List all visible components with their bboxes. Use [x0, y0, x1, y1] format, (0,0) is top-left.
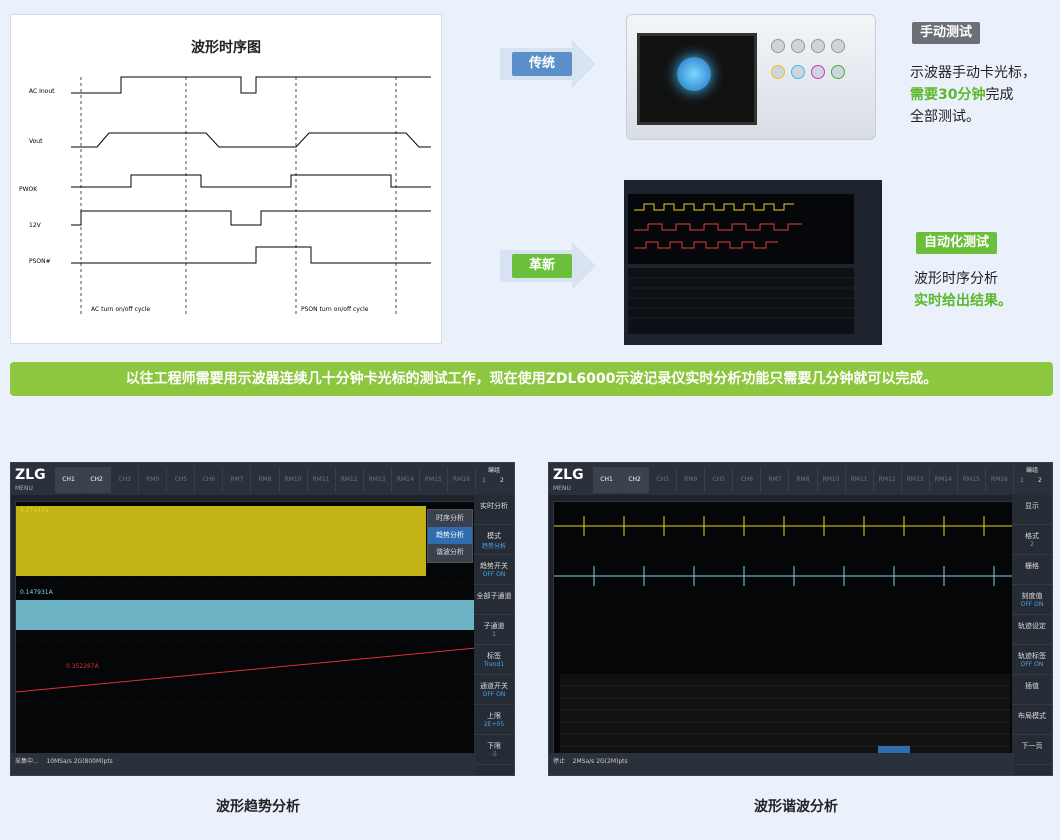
zlg-logo: ZLG	[15, 467, 46, 483]
zlg-logo: ZLG	[553, 467, 584, 483]
trend-readout: 0.352267A	[66, 663, 100, 670]
touch-icon	[677, 57, 711, 91]
tab-ch2[interactable]: CH2	[83, 467, 112, 493]
edit-group[interactable]: 编组 1 2	[482, 467, 504, 484]
harmonic-analysis-screen: ZLG MENU CH1 CH2 CH3 RM9 CH5 CH6 RM7 RM8…	[548, 462, 1053, 776]
tab-ch5[interactable]: CH5	[167, 467, 196, 493]
tab-rm7[interactable]: RM7	[223, 467, 252, 493]
manual-desc: 示波器手动卡光标， 需要30分钟完成 全部测试。	[910, 65, 1036, 125]
opt-harmonic[interactable]: 谐波分析	[436, 548, 464, 556]
menu-button[interactable]: MENU	[553, 485, 571, 492]
tab-rm7[interactable]: RM7	[761, 467, 790, 493]
tab-rm15[interactable]: RM15	[420, 467, 448, 493]
tab-ch1[interactable]: CH1	[55, 467, 84, 493]
side-interp[interactable]: 插值	[1012, 675, 1052, 705]
tab-ch1[interactable]: CH1	[593, 467, 622, 493]
timing-diagram: 波形时序图 AC Inout Vout PWOK 12V PSON# AC tu…	[10, 14, 442, 344]
tab-ch2[interactable]: CH2	[621, 467, 650, 493]
side-grid[interactable]: 栅格	[1012, 555, 1052, 585]
timing-title: 波形时序图	[191, 40, 261, 56]
top-bar: ZLG MENU CH1 CH2 CH3 RM9 CH5 CH6 RM7 RM8…	[11, 463, 514, 495]
tab-rm14[interactable]: RM14	[392, 467, 420, 493]
sig-ac: AC Inout	[29, 88, 55, 95]
tab-rm10[interactable]: RM10	[818, 467, 846, 493]
arrow-innovation: 革新	[500, 242, 596, 290]
side-all-sub[interactable]: 全部子通道	[474, 585, 514, 615]
sig-vout: Vout	[29, 138, 43, 145]
side-realtime[interactable]: 实时分析	[474, 495, 514, 525]
trend-analysis-screen: ZLG MENU CH1 CH2 CH3 RM9 CH5 CH6 RM7 RM8…	[10, 462, 515, 776]
summary-banner: 以往工程师需要用示波器连续几十分钟卡光标的测试工作，现在使用ZDL6000示波记…	[10, 362, 1053, 396]
side-mode[interactable]: 模式趋势分析	[474, 525, 514, 555]
tab-ch3[interactable]: CH3	[111, 467, 140, 493]
cycle-ac: AC turn on/off cycle	[91, 306, 150, 313]
tab-rm16[interactable]: RM16	[986, 467, 1014, 493]
sig-12v: 12V	[29, 222, 42, 229]
zlg-screenshot-small	[624, 180, 882, 345]
tab-rm12[interactable]: RM12	[874, 467, 902, 493]
tab-rm9[interactable]: RM9	[139, 467, 168, 493]
opt-trend[interactable]: 趋势分析	[428, 527, 472, 544]
tab-rm14[interactable]: RM14	[930, 467, 958, 493]
side-layout[interactable]: 布局模式	[1012, 705, 1052, 735]
osc-knobs	[767, 35, 867, 123]
side-next-page[interactable]: 下一页	[1012, 735, 1052, 765]
cycle-pson: PSON turn on/off cycle	[301, 306, 369, 313]
tab-rm16[interactable]: RM16	[448, 467, 476, 493]
sig-pson: PSON#	[29, 258, 51, 265]
tab-rm13[interactable]: RM13	[364, 467, 392, 493]
arrow-traditional: 传统	[500, 40, 596, 88]
channel-tabs: CH1 CH2 CH3 RM9 CH5 CH6 RM7 RM8 RM10 RM1…	[55, 467, 476, 493]
tag-innovation: 革新	[512, 254, 572, 278]
tab-rm11[interactable]: RM11	[308, 467, 336, 493]
timing-waveforms: AC Inout Vout PWOK 12V PSON# AC turn on/…	[19, 76, 431, 315]
tab-ch5[interactable]: CH5	[705, 467, 734, 493]
tab-rm15[interactable]: RM15	[958, 467, 986, 493]
ch2-readout: 0.147931A	[20, 589, 54, 596]
tab-ch6[interactable]: CH6	[195, 467, 224, 493]
top-bar: ZLG MENU CH1 CH2 CH3 RM9 CH5 CH6 RM7 RM8…	[549, 463, 1052, 495]
menu-button[interactable]: MENU	[15, 485, 33, 492]
status-bar: 停止 2MSa/s 2G(2M)pts	[549, 753, 1014, 775]
edit-group[interactable]: 编组 1 2	[1020, 467, 1042, 484]
tab-rm9[interactable]: RM9	[677, 467, 706, 493]
caption-harmonic: 波形谐波分析	[754, 799, 838, 815]
ch1-readout: 4.27142V	[20, 507, 50, 514]
auto-desc: 波形时序分析 实时给出结果。	[914, 271, 1012, 309]
tab-rm8[interactable]: RM8	[251, 467, 280, 493]
channel-tabs: CH1 CH2 CH3 RM9 CH5 CH6 RM7 RM8 RM10 RM1…	[593, 467, 1014, 493]
auto-test-label: 自动化测试	[916, 232, 998, 254]
status-bar: 采集中... 10MSa/s 2G(800M)pts	[11, 753, 476, 775]
tab-rm8[interactable]: RM8	[789, 467, 818, 493]
tab-rm11[interactable]: RM11	[846, 467, 874, 493]
analysis-mode-dropdown[interactable]: 时序分析 趋势分析 谐波分析	[427, 509, 473, 563]
harmonic-plot	[553, 501, 1014, 775]
tab-ch3[interactable]: CH3	[649, 467, 678, 493]
sig-pwok: PWOK	[19, 186, 38, 193]
oscilloscope-photo	[626, 14, 876, 140]
tab-ch6[interactable]: CH6	[733, 467, 762, 493]
caption-trend: 波形趋势分析	[216, 799, 300, 815]
tab-rm10[interactable]: RM10	[280, 467, 308, 493]
tab-rm13[interactable]: RM13	[902, 467, 930, 493]
trend-plot: 4.27142V 0.147931A 0.352267A	[15, 501, 477, 755]
opt-timing[interactable]: 时序分析	[436, 514, 464, 522]
tag-traditional: 传统	[512, 52, 572, 76]
manual-test-label: 手动测试	[912, 22, 981, 44]
side-trace-setting[interactable]: 轨迹设定	[1012, 615, 1052, 645]
side-lower[interactable]: 下限-5	[474, 735, 514, 765]
tab-rm12[interactable]: RM12	[336, 467, 364, 493]
side-display[interactable]: 显示	[1012, 495, 1052, 525]
